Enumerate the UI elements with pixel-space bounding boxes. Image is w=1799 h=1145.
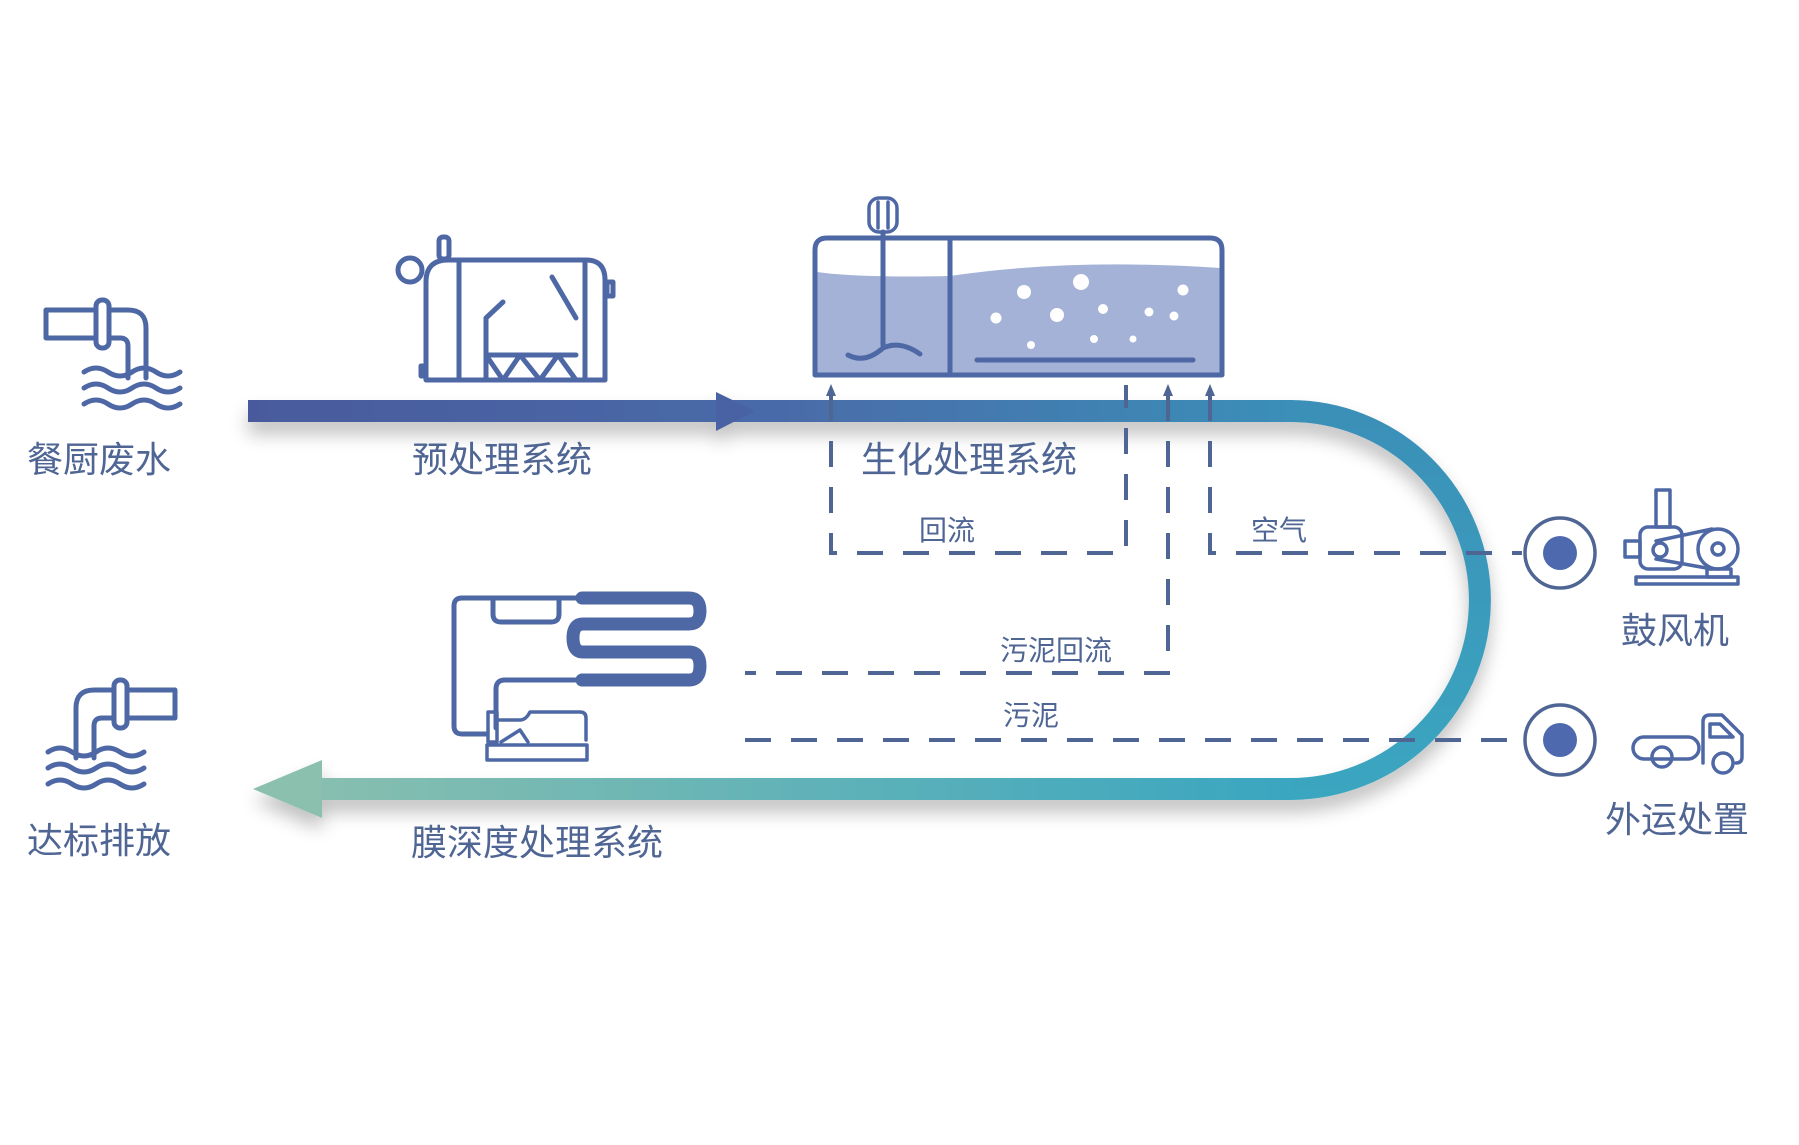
reflux-loop — [826, 384, 1128, 555]
label-discharge: 达标排放 — [27, 821, 171, 862]
inlet-pipe-icon — [43, 297, 183, 411]
water-fill — [817, 264, 1220, 375]
truck-icon — [1631, 713, 1744, 775]
main-flow-pipe — [248, 392, 1491, 818]
disposal-connector[interactable] — [1523, 703, 1597, 777]
label-blower: 鼓风机 — [1621, 611, 1729, 652]
label-disposal: 外运处置 — [1605, 800, 1749, 841]
pretreatment-tank-icon — [395, 234, 616, 383]
label-reflux: 回流 — [919, 514, 975, 547]
label-source: 餐厨废水 — [27, 440, 171, 481]
outlet-pipe-icon — [45, 677, 178, 791]
bottom-arrowhead — [253, 760, 322, 818]
top-arrowhead — [716, 392, 755, 431]
air-line — [1205, 384, 1522, 555]
sludge-reflux-line — [745, 384, 1173, 675]
pipe-arc — [1289, 400, 1491, 800]
label-sludge: 污泥 — [1003, 699, 1059, 732]
label-pretreatment: 预处理系统 — [412, 440, 592, 481]
membrane-unit-icon — [451, 591, 707, 762]
bottom-pipe — [320, 778, 1292, 800]
label-sludge-reflux: 污泥回流 — [1000, 634, 1112, 667]
label-air: 空气 — [1251, 514, 1307, 547]
aeration-tank-icon — [812, 196, 1225, 378]
label-biochemical: 生化处理系统 — [861, 440, 1077, 481]
blower-connector[interactable] — [1523, 516, 1597, 590]
blower-icon — [1623, 488, 1740, 586]
top-pipe — [248, 400, 1293, 422]
air-bubbles — [990, 274, 1189, 349]
label-membrane: 膜深度处理系统 — [411, 823, 663, 864]
